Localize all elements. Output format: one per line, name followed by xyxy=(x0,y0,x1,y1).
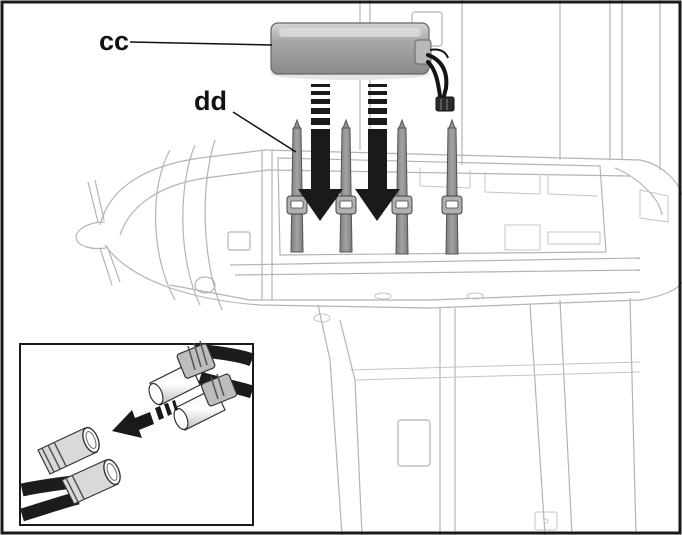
battery-pack xyxy=(270,22,455,112)
battery-callout-label: cc xyxy=(99,26,129,56)
left-arrow-icon xyxy=(112,400,178,438)
connector-inset xyxy=(19,340,255,526)
strap xyxy=(391,118,413,255)
connector-socket xyxy=(37,426,100,475)
connector-socket xyxy=(61,458,121,505)
strap-callout-label: dd xyxy=(194,86,227,116)
down-arrow-icon xyxy=(298,84,343,221)
strap-callout: dd xyxy=(194,86,297,153)
battery-straps xyxy=(286,118,463,255)
down-arrow-icon xyxy=(355,84,400,221)
battery-callout: cc xyxy=(99,26,273,56)
connector-plug xyxy=(148,340,216,406)
strap xyxy=(335,118,357,253)
strap xyxy=(441,118,463,255)
strap xyxy=(286,118,308,253)
